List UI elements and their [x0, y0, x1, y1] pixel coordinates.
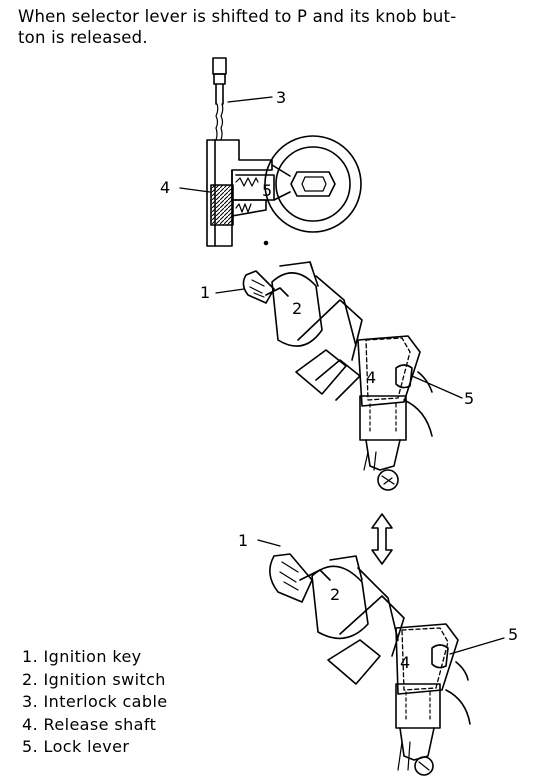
caption-line-2: ton is released. — [18, 28, 148, 47]
leader-1-middle — [215, 288, 245, 294]
caption-line-1: When selector lever is shifted to P and … — [18, 7, 457, 26]
key-ribs — [249, 279, 265, 298]
callout-4-bottom: 4 — [400, 653, 410, 672]
callout-3: 3 — [276, 88, 286, 107]
lock-lever-middle — [395, 364, 413, 389]
callout-5-middle: 5 — [464, 389, 474, 408]
switch-flange-bottom — [327, 639, 381, 685]
leader-4-top — [179, 187, 211, 193]
switch-flange-2 — [315, 359, 361, 401]
callout-2-middle: 2 — [292, 299, 302, 318]
switch-housing-front-bottom — [339, 595, 405, 657]
ignition-key-bow — [242, 270, 275, 304]
mount-screw-slot — [381, 475, 395, 485]
leader-5-bottom — [449, 637, 505, 655]
callout-2-bottom: 2 — [330, 585, 340, 604]
lock-housing-dashed — [365, 337, 411, 401]
key-cylinder-outer — [264, 135, 362, 233]
mount-screw-bottom — [414, 756, 434, 776]
leader-3 — [227, 96, 273, 103]
lock-bracket — [403, 371, 433, 437]
legend-item-ignition-key: 1. Ignition key — [22, 647, 142, 666]
shaft-rods-bottom — [397, 741, 411, 771]
leader-5-middle — [411, 375, 463, 399]
callout-1-bottom: 1 — [238, 531, 248, 550]
switch-flange — [295, 349, 347, 395]
key-ribs-bottom — [279, 561, 299, 591]
detail-dot — [263, 240, 269, 246]
cable-end-collar — [213, 73, 226, 85]
switch-body-edge-bottom — [357, 567, 399, 641]
shaft-lower — [365, 439, 401, 471]
mount-screw — [377, 469, 399, 491]
switch-housing-front — [297, 299, 363, 361]
double-arrow — [371, 513, 393, 565]
callout-1-middle: 1 — [200, 283, 210, 302]
lock-housing — [357, 335, 421, 407]
lock-lever-tip — [231, 199, 267, 217]
interlock-cable — [215, 103, 224, 141]
ignition-switch-cylinder — [271, 272, 323, 347]
legend-item-release-shaft: 4. Release shaft — [22, 714, 157, 734]
leader-1-bottom — [257, 539, 281, 547]
lock-housing-dashed-bottom — [401, 627, 449, 691]
key-cylinder-slot-inner — [301, 176, 327, 192]
lever-linkage — [271, 164, 291, 201]
shaft-dashes-bottom — [405, 691, 431, 723]
release-shaft-section — [210, 184, 234, 226]
release-shaft-middle — [359, 395, 407, 441]
legend-item-lock-lever: 5. Lock lever — [22, 737, 130, 756]
cable-sheath — [215, 83, 224, 105]
release-shaft-bottom — [395, 683, 441, 729]
callout-5-bottom: 5 — [508, 625, 518, 644]
callout-4-middle: 4 — [366, 368, 376, 387]
legend-item-interlock-cable: 3. Interlock cable — [22, 692, 168, 711]
callout-4-top: 4 — [160, 178, 170, 197]
ignition-key-bow-bottom — [269, 553, 313, 603]
switch-body-edge — [309, 261, 357, 347]
lock-spring — [235, 177, 259, 187]
lock-lever-bottom — [431, 644, 449, 669]
key-cylinder-slot — [290, 171, 336, 197]
lower-spring — [235, 203, 252, 213]
top-lock-detail — [179, 57, 362, 247]
key-blade — [265, 287, 289, 297]
middle-ignition-assembly — [215, 261, 463, 491]
ignition-switch-cylinder-bottom — [311, 565, 369, 640]
callout-5-top: 5 — [262, 181, 272, 200]
shaft-rods — [363, 451, 377, 471]
mount-screw-slot-bottom — [418, 761, 430, 771]
switch-top-edge-bottom — [329, 555, 363, 581]
cable-end-fitting — [212, 57, 227, 75]
lock-bracket-bottom — [445, 661, 471, 725]
key-cylinder-inner — [275, 146, 351, 222]
bottom-ignition-assembly — [257, 539, 505, 776]
lock-housing-bottom — [395, 623, 459, 695]
shaft-dashes — [369, 403, 397, 435]
shaft-lower-bottom — [399, 727, 435, 761]
legend-item-ignition-switch: 2. Ignition switch — [22, 669, 166, 689]
parts-legend: 1. Ignition key 2. Ignition switch 3. In… — [22, 646, 168, 759]
caption: When selector lever is shifted to P and … — [18, 6, 538, 48]
